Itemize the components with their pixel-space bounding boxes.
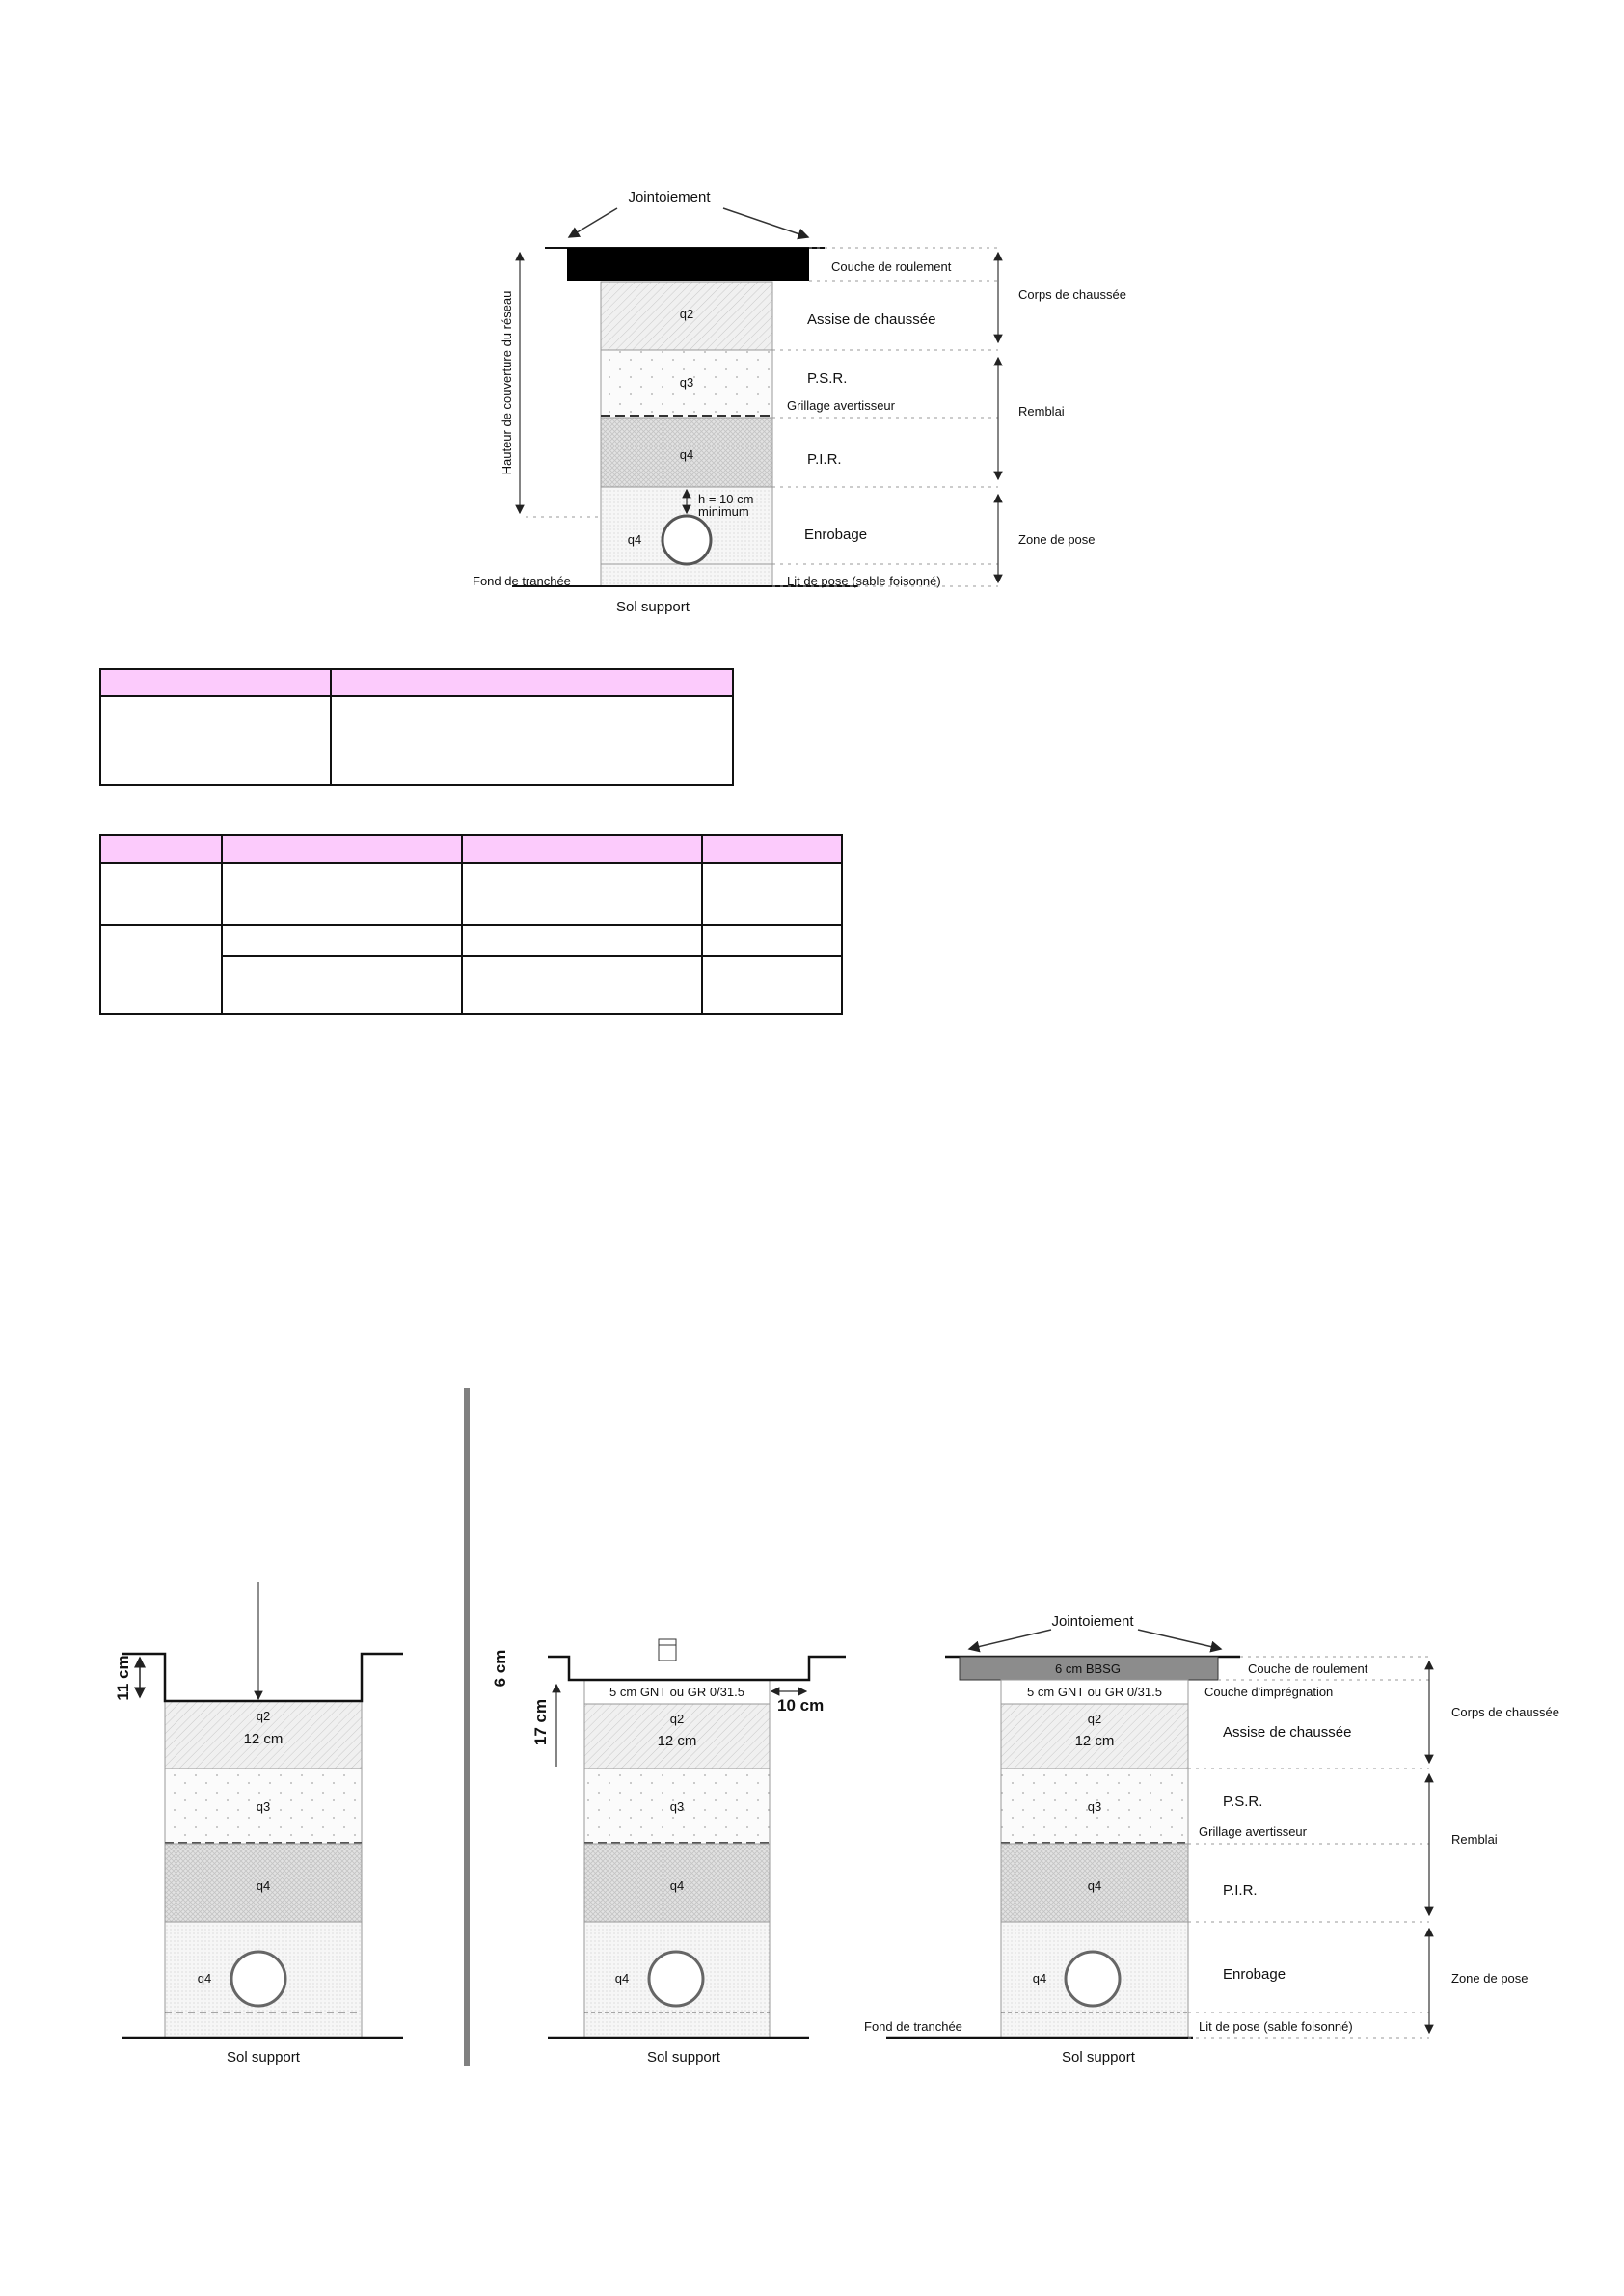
arrow-icon	[967, 1629, 1052, 1653]
q2-thickness-label: 12 cm	[1075, 1733, 1115, 1749]
table-2-header-cell	[99, 834, 223, 864]
trench-bottom-label: Fond de tranchée	[864, 2019, 962, 2034]
compactor-icon	[658, 1638, 677, 1661]
left-trench-diagram: 11 cm q2 12 cm q3 q4 q4 Sol support	[114, 1582, 403, 2066]
table-2-header-cell	[461, 834, 703, 864]
q3-label: q3	[680, 375, 693, 390]
lit-de-pose-label: Lit de pose (sable foisonné)	[787, 574, 941, 588]
wearing-course-slab	[567, 248, 809, 281]
q3-label: q3	[670, 1799, 684, 1814]
q4-label: q4	[670, 1878, 684, 1893]
table-2-cell	[461, 955, 703, 1015]
table-2-cell	[701, 862, 843, 926]
lit-de-pose-label: Lit de pose (sable foisonné)	[1199, 2019, 1353, 2034]
subgrade-label: Sol support	[227, 2049, 301, 2066]
bbsg-label: 6 cm BBSG	[1055, 1661, 1121, 1676]
table-2-header-cell	[701, 834, 843, 864]
impregnation-label: Couche d'imprégnation	[1204, 1685, 1333, 1699]
layer-q4	[600, 417, 773, 488]
dimension-side-label: 10 cm	[777, 1696, 824, 1715]
table-2-cell	[99, 924, 223, 1015]
gnt-label: 5 cm GNT ou GR 0/31.5	[609, 1685, 744, 1699]
middle-trench-diagram: 6 cm 17 cm 10 cm 5 cm GNT ou GR 0/31.5 q…	[491, 1638, 846, 2066]
arrow-icon	[1137, 1629, 1223, 1653]
subgrade-label: Sol support	[647, 2049, 721, 2066]
backfill-label: Remblai	[1451, 1832, 1498, 1847]
q4-pipe-label: q4	[628, 532, 641, 547]
q2-label: q2	[1088, 1712, 1101, 1726]
q2-thickness-label: 12 cm	[658, 1733, 697, 1749]
table-2	[99, 834, 843, 1015]
q4-label: q4	[680, 447, 693, 462]
pipe-icon	[647, 1950, 705, 2008]
table-1-cell	[330, 695, 734, 786]
pipe-icon	[661, 514, 713, 566]
pir-label: P.I.R.	[807, 451, 842, 468]
table-2-cell	[701, 924, 843, 957]
layer-q3	[600, 349, 773, 419]
right-trench-diagram: Jointoiement 6 cm BBSG 5 cm GNT ou GR 0/…	[864, 1613, 1559, 2066]
top-trench-diagram: Jointoiement Hauteur de couverture du ré…	[473, 189, 1126, 615]
subgrade-label: Sol support	[616, 599, 690, 615]
subgrade-label: Sol support	[1062, 2049, 1136, 2066]
wearing-course-label: Couche de roulement	[1248, 1661, 1368, 1676]
table-2-cell	[461, 924, 703, 957]
bedding-label: Enrobage	[804, 527, 867, 543]
arrow-icon	[722, 207, 810, 240]
dimension-label: 11 cm	[114, 1655, 132, 1700]
pipe-icon	[1064, 1950, 1122, 2008]
vertical-separator	[464, 1388, 470, 2066]
trench-bottom-label: Fond de tranchée	[473, 574, 571, 588]
q4-label: q4	[1088, 1878, 1101, 1893]
psr-label: P.S.R.	[807, 370, 847, 387]
pipe-icon	[230, 1950, 287, 2008]
table-2-cell	[221, 862, 463, 926]
pavement-body-label: Corps de chaussée	[1451, 1705, 1559, 1719]
layer-lit-de-pose	[600, 563, 773, 587]
table-2-cell	[701, 955, 843, 1015]
q2-label: q2	[670, 1712, 684, 1726]
psr-label: P.S.R.	[1223, 1794, 1262, 1810]
q4-pipe-label: q4	[615, 1971, 629, 1985]
base-course-label: Assise de chaussée	[807, 311, 935, 328]
table-2-cell	[461, 862, 703, 926]
h-min-sublabel: minimum	[698, 504, 749, 519]
h-min-label: h = 10 cm	[698, 492, 753, 506]
jointoiement-label: Jointoiement	[1051, 1613, 1134, 1630]
table-2-cell	[221, 924, 463, 957]
bbsg-slab	[959, 1656, 1219, 1681]
warning-mesh-label: Grillage avertisseur	[1199, 1824, 1308, 1839]
arrow-icon	[567, 207, 618, 238]
table-1-cell	[99, 695, 332, 786]
laying-zone-label: Zone de pose	[1451, 1971, 1529, 1985]
q4-pipe-label: q4	[198, 1971, 211, 1985]
pir-label: P.I.R.	[1223, 1882, 1258, 1899]
q3-label: q3	[1088, 1799, 1101, 1814]
table-2-cell	[99, 862, 223, 926]
table-2-header-cell	[221, 834, 463, 864]
wearing-course-label: Couche de roulement	[831, 259, 952, 274]
backfill-label: Remblai	[1018, 404, 1065, 419]
q2-label: q2	[680, 307, 693, 321]
q4-label: q4	[257, 1878, 270, 1893]
dimension-depth-label: 17 cm	[531, 1699, 550, 1745]
q2-thickness-label: 12 cm	[244, 1731, 284, 1747]
q3-label: q3	[257, 1799, 270, 1814]
table-1	[99, 668, 734, 786]
dimension-top-label: 6 cm	[491, 1650, 509, 1688]
gnt-label: 5 cm GNT ou GR 0/31.5	[1027, 1685, 1162, 1699]
cover-height-label: Hauteur de couverture du réseau	[500, 291, 514, 475]
q4-pipe-label: q4	[1033, 1971, 1046, 1985]
layer-q2	[600, 281, 773, 351]
q2-label: q2	[257, 1709, 270, 1723]
pavement-body-label: Corps de chaussée	[1018, 287, 1126, 302]
bedding-label: Enrobage	[1223, 1966, 1286, 1983]
table-1-header-cell	[330, 668, 734, 697]
table-1-header-cell	[99, 668, 332, 697]
laying-zone-label: Zone de pose	[1018, 532, 1096, 547]
warning-mesh-label: Grillage avertisseur	[787, 398, 896, 413]
jointoiement-label: Jointoiement	[628, 189, 711, 205]
table-2-cell	[221, 955, 463, 1015]
base-course-label: Assise de chaussée	[1223, 1724, 1351, 1741]
